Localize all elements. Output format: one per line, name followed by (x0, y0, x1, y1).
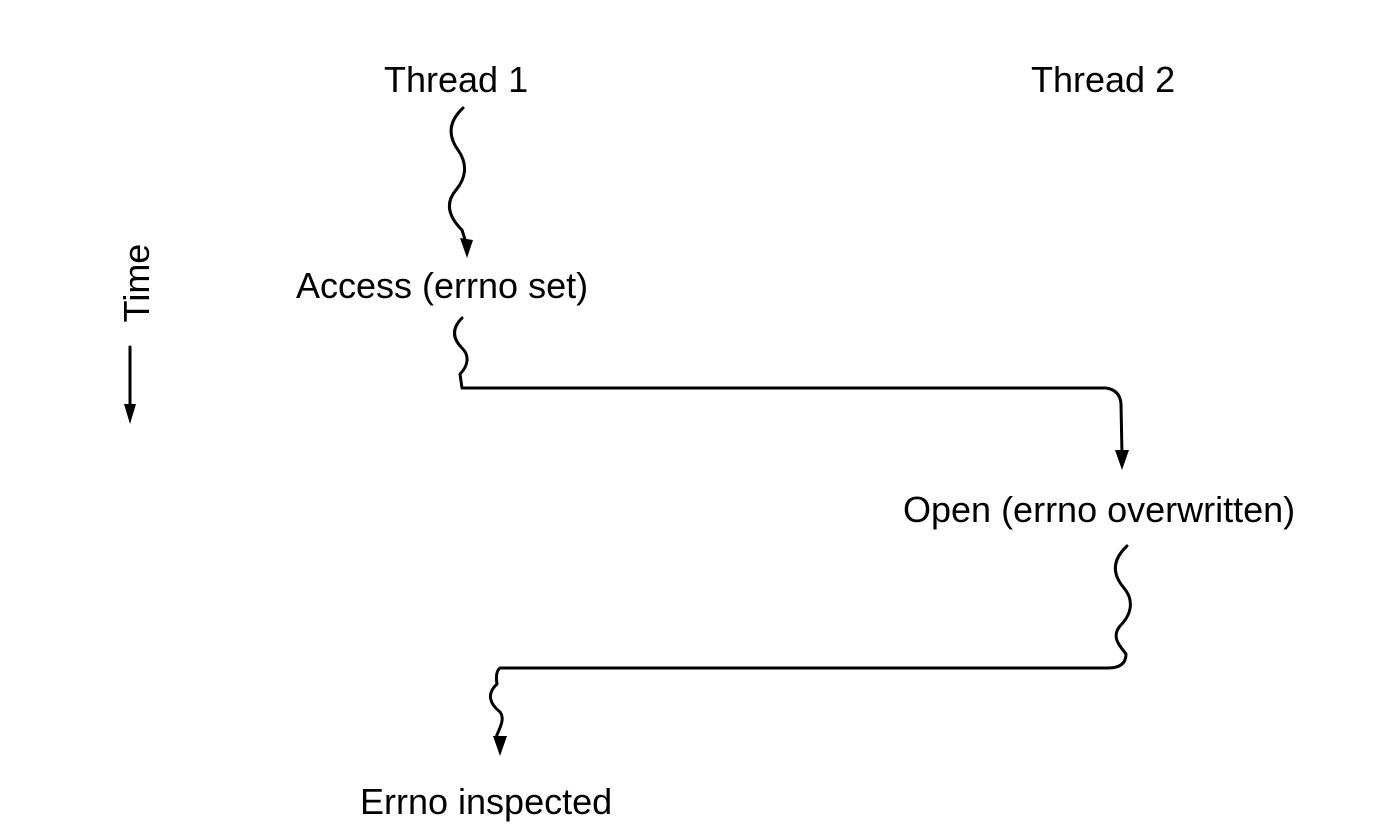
switch-to-thread2-line (453, 316, 1129, 470)
time-label: Time (116, 243, 157, 323)
thread1-start-squiggle (447, 106, 473, 258)
time-arrow (124, 345, 136, 424)
errno-inspected-label: Errno inspected (360, 781, 613, 822)
thread1-label: Thread 1 (384, 59, 529, 100)
switch-to-thread1-line (488, 544, 1132, 756)
thread2-label: Thread 2 (1031, 59, 1176, 100)
access-event-label: Access (errno set) (296, 265, 589, 306)
open-event-label: Open (errno overwritten) (903, 489, 1296, 530)
